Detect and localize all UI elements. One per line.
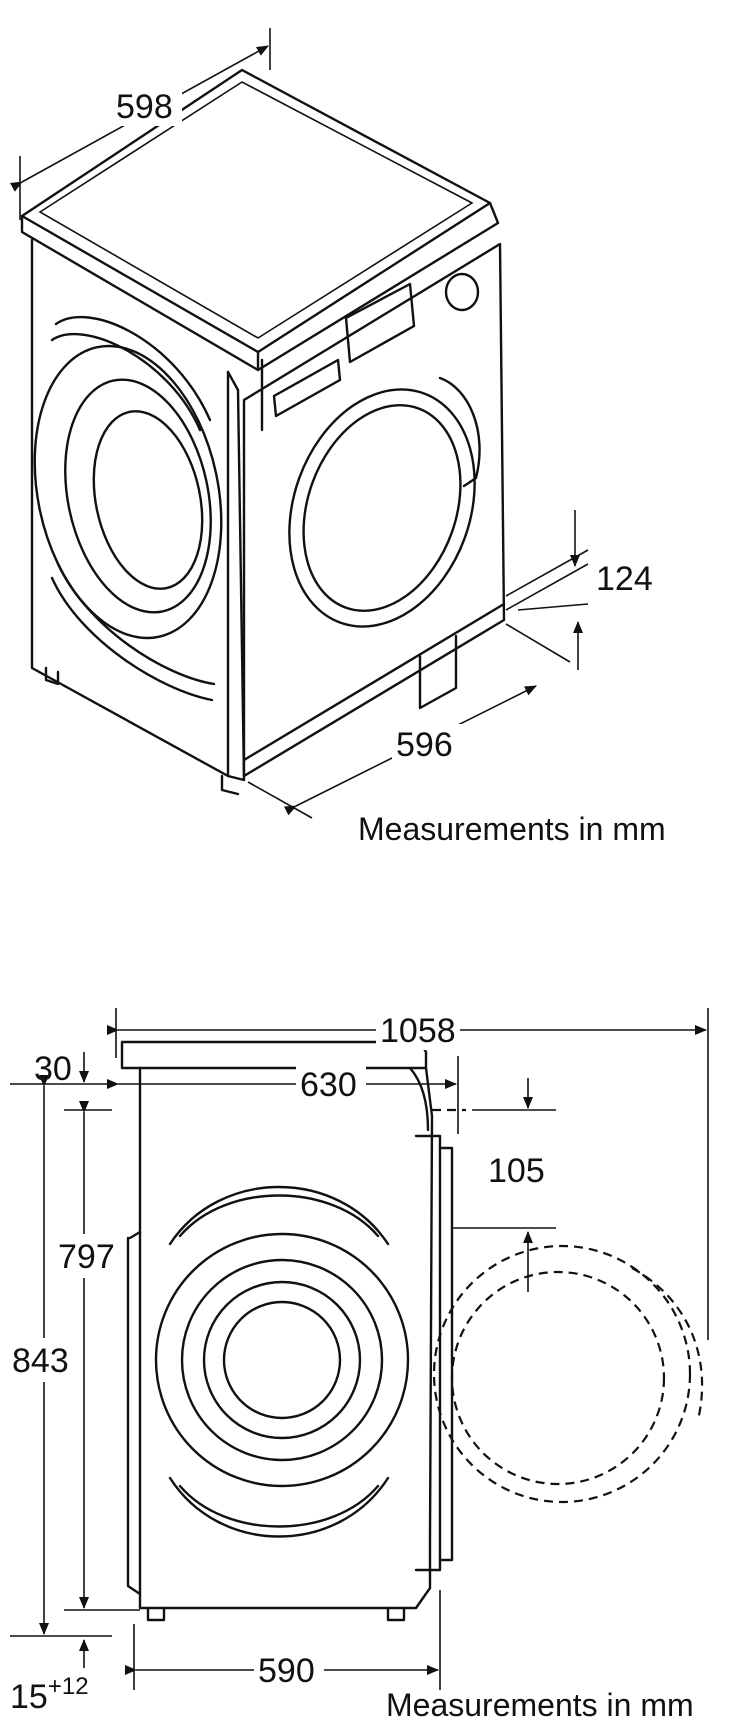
label-797-bg <box>56 1234 126 1278</box>
label-630-bg <box>296 1064 366 1104</box>
label-843-bg <box>10 1338 76 1382</box>
side-worktop <box>120 1040 428 1070</box>
feet-value: 15 <box>10 1678 48 1716</box>
side-body-front-curve <box>408 1066 430 1132</box>
depth-extension-front <box>247 781 313 819</box>
washer-front-face <box>242 242 506 778</box>
side-view-arc-upper-inner <box>178 1194 380 1238</box>
washer-top-panel <box>20 68 492 354</box>
side-view-arc-lower-inner <box>178 1484 380 1528</box>
side-view-ring-mid <box>180 1258 384 1462</box>
side-embossing-lower-inner <box>56 562 216 686</box>
side-embossing-upper <box>54 315 212 422</box>
door-handle <box>438 376 481 488</box>
door-ring-outer <box>288 388 476 628</box>
feet-superscript: +12 <box>48 1673 89 1700</box>
washer-foot-front-left <box>220 774 240 796</box>
side-door-frame <box>414 1134 442 1572</box>
open-door-outer-dashed <box>432 1244 692 1504</box>
label-1058-bg <box>376 1010 460 1050</box>
foot-width-label: 590 <box>258 1652 315 1690</box>
isometric-view: 598 124 596 Measurements in mm <box>9 28 666 847</box>
side-view-ring-core <box>222 1300 342 1420</box>
side-body-outline <box>138 1066 434 1610</box>
depth-label: 596 <box>396 726 453 764</box>
display-panel <box>344 282 416 364</box>
detergent-drawer <box>272 358 342 418</box>
open-door-handle-dashed <box>631 1267 704 1421</box>
width-label-bg <box>112 86 182 126</box>
side-back-panel <box>126 1236 142 1596</box>
plinth-extension-end <box>517 603 589 611</box>
depth-label-side: 630 <box>300 1066 357 1104</box>
side-ring-outer <box>33 344 223 640</box>
door-open-depth-label: 1058 <box>380 1012 456 1050</box>
side-view: 1058 630 30 105 843 797 15+12 <box>10 1008 709 1723</box>
width-label: 598 <box>116 88 173 126</box>
side-view-arc-lower <box>168 1476 390 1538</box>
side-embossing-lower <box>50 576 214 702</box>
side-foot-back <box>146 1606 166 1622</box>
plinth-extension-bottom <box>505 563 589 611</box>
door-glass <box>302 404 462 612</box>
feet-label: 15+12 <box>10 1673 89 1716</box>
height-total-label: 843 <box>12 1342 69 1380</box>
caption-top: Measurements in mm <box>358 811 666 847</box>
open-door-inner-dashed <box>450 1270 666 1486</box>
washer-left-side <box>30 238 230 778</box>
door-top-label: 105 <box>488 1152 545 1190</box>
label-590-bg <box>254 1650 324 1690</box>
side-back-notch-top <box>128 1230 142 1240</box>
caption-side: Measurements in mm <box>386 1687 694 1723</box>
washer-top-edge-right <box>256 201 500 372</box>
depth-label-bg <box>392 724 462 764</box>
side-view-arc-upper <box>168 1185 390 1246</box>
side-view-ring-inner <box>202 1280 362 1440</box>
washer-service-flap <box>418 634 458 710</box>
plinth-label: 124 <box>596 560 653 598</box>
washer-foot-left <box>44 666 60 686</box>
washer-kickplate-line <box>242 602 506 762</box>
side-ring-mid <box>64 378 212 614</box>
side-view-ring-outer <box>154 1232 410 1488</box>
depth-extension-back <box>505 623 571 663</box>
height-body-label: 797 <box>58 1238 115 1276</box>
washer-top-edge-left <box>20 214 260 372</box>
washer-corner-edge <box>226 370 246 782</box>
side-ring-inner <box>92 410 204 590</box>
side-embossing-upper-inner <box>50 332 202 432</box>
side-door-handle <box>438 1146 454 1562</box>
side-foot-front <box>386 1606 406 1622</box>
top-offset-label: 30 <box>34 1050 72 1088</box>
program-knob <box>444 272 480 312</box>
